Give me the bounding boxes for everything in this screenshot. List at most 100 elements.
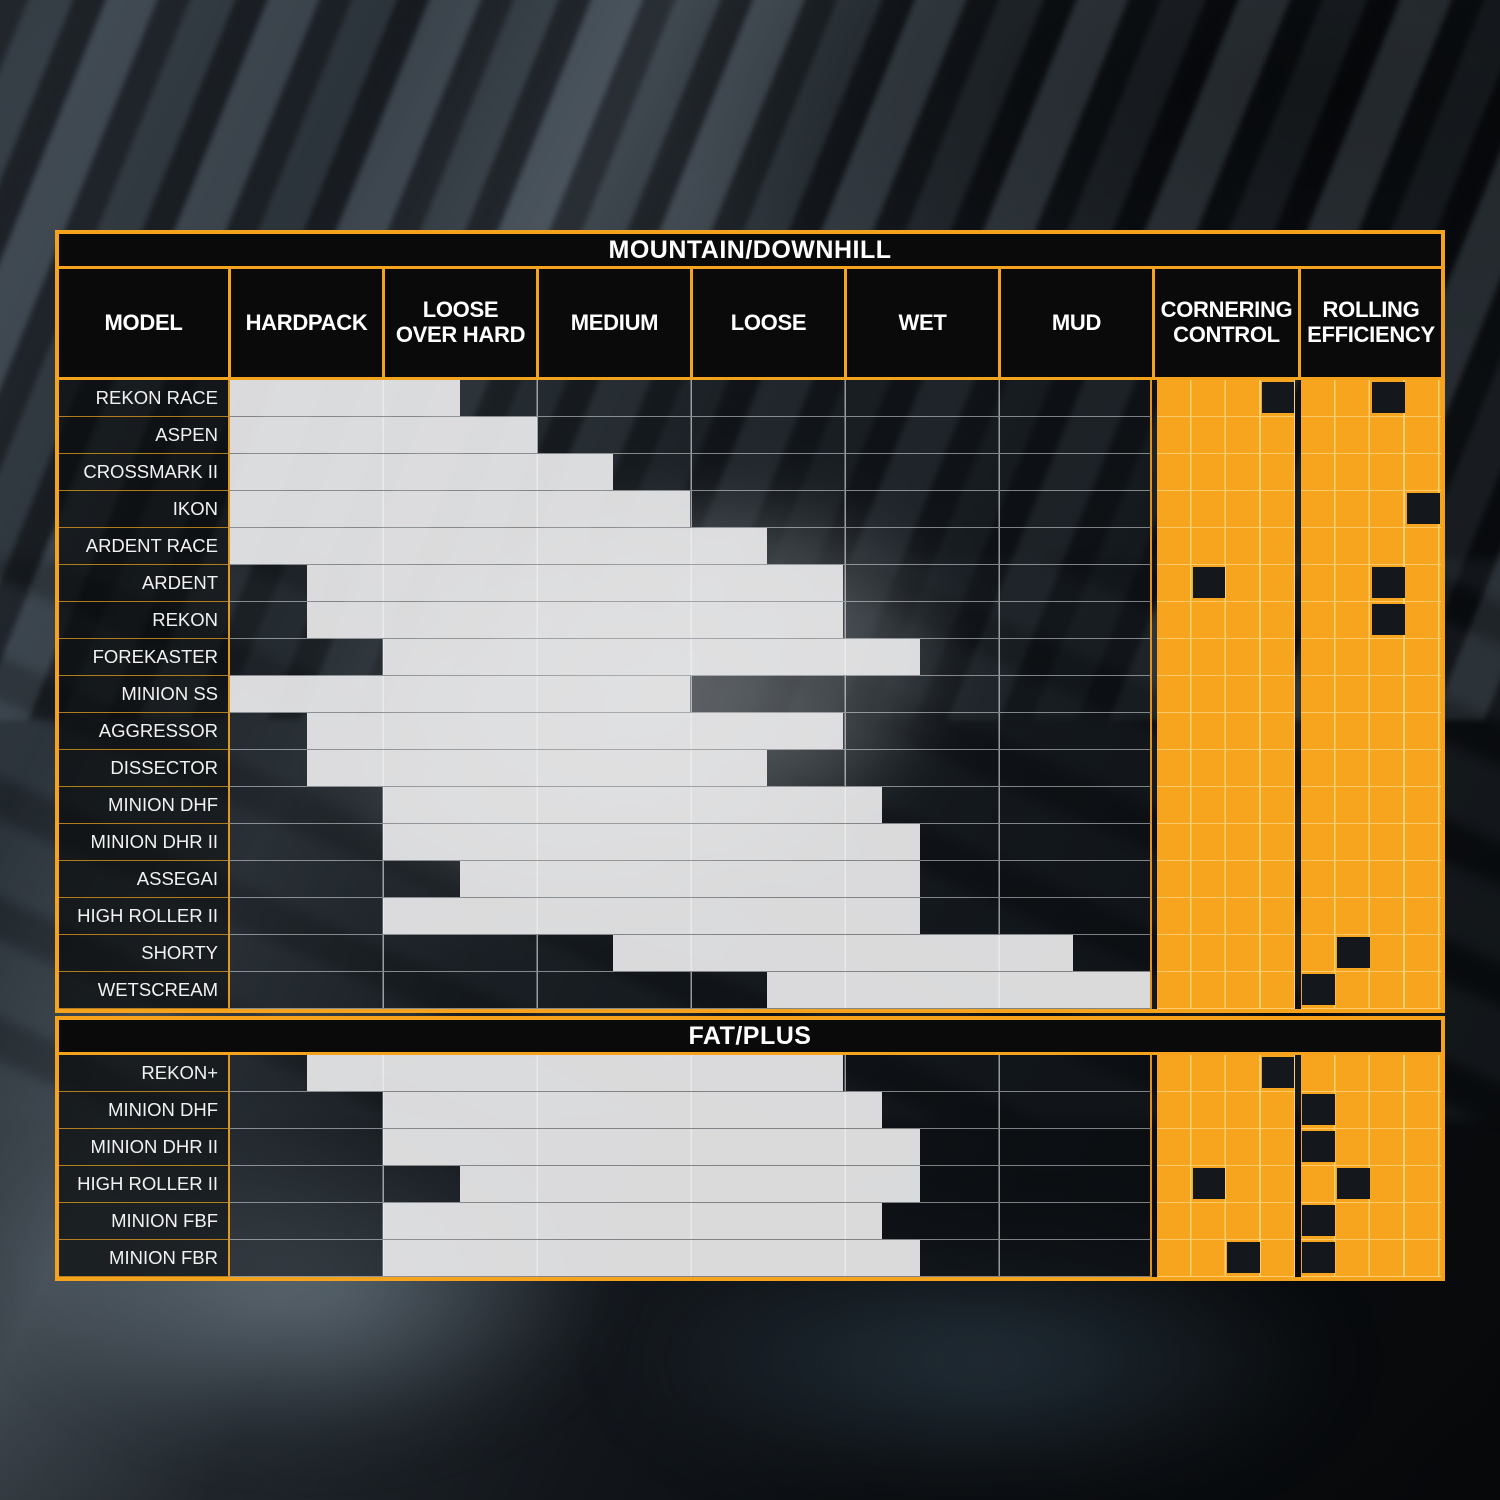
terrain-range-bar — [306, 565, 844, 601]
table-row: WETSCREAM — [59, 972, 1441, 1009]
terrain-cells — [228, 565, 1152, 602]
rolling-rating — [1301, 1240, 1441, 1277]
terrain-range-bar — [766, 972, 1150, 1008]
model-label: ARDENT RACE — [59, 528, 228, 565]
model-label: REKON — [59, 602, 228, 639]
table-row: REKON — [59, 602, 1441, 639]
terrain-cells — [228, 676, 1152, 713]
table-row: HIGH ROLLER II — [59, 898, 1441, 935]
terrain-cells — [228, 602, 1152, 639]
terrain-range-bar — [230, 676, 690, 712]
cornering-rating — [1157, 491, 1295, 528]
model-label: MINION DHF — [59, 787, 228, 824]
rolling-rating — [1301, 713, 1441, 750]
section-title-mountain: MOUNTAIN/DOWNHILL — [59, 234, 1441, 269]
cornering-rating — [1157, 417, 1295, 454]
terrain-cells — [228, 1166, 1152, 1203]
cornering-rating — [1157, 824, 1295, 861]
cornering-rating — [1157, 861, 1295, 898]
model-label: HIGH ROLLER II — [59, 898, 228, 935]
rolling-rating — [1301, 528, 1441, 565]
terrain-range-bar — [230, 417, 537, 453]
cornering-rating — [1157, 1240, 1295, 1277]
model-label: REKON RACE — [59, 380, 228, 417]
model-label: MINION FBF — [59, 1203, 228, 1240]
model-label: MINION SS — [59, 676, 228, 713]
rolling-rating — [1301, 454, 1441, 491]
terrain-cells — [228, 639, 1152, 676]
terrain-range-bar — [383, 639, 920, 675]
rolling-rating — [1301, 602, 1441, 639]
cornering-rating — [1157, 935, 1295, 972]
terrain-cells — [228, 1240, 1152, 1277]
rolling-rating — [1301, 1129, 1441, 1166]
table-row: HIGH ROLLER II — [59, 1166, 1441, 1203]
terrain-cells — [228, 898, 1152, 935]
cornering-rating — [1157, 1092, 1295, 1129]
cornering-rating — [1157, 380, 1295, 417]
rolling-rating — [1301, 824, 1441, 861]
col-header-hardpack: HARDPACK — [228, 269, 382, 377]
rating-marker — [1372, 382, 1405, 413]
rating-marker — [1302, 1094, 1335, 1125]
table-row: IKON — [59, 491, 1441, 528]
terrain-cells — [228, 824, 1152, 861]
model-label: REKON+ — [59, 1055, 228, 1092]
terrain-range-bar — [230, 380, 460, 416]
mountain-downhill-table: MOUNTAIN/DOWNHILL MODEL HARDPACK LOOSE O… — [55, 230, 1445, 1013]
model-label: ASPEN — [59, 417, 228, 454]
rating-marker — [1302, 974, 1335, 1005]
rating-marker — [1302, 1205, 1335, 1236]
rolling-rating — [1301, 491, 1441, 528]
cornering-rating — [1157, 565, 1295, 602]
table-row: REKON+ — [59, 1055, 1441, 1092]
cornering-rating — [1157, 602, 1295, 639]
cornering-rating — [1157, 1203, 1295, 1240]
model-label: MINION DHR II — [59, 1129, 228, 1166]
cornering-rating — [1157, 713, 1295, 750]
model-label: FOREKASTER — [59, 639, 228, 676]
model-label: MINION DHR II — [59, 824, 228, 861]
rolling-rating — [1301, 972, 1441, 1009]
col-header-model: MODEL — [59, 269, 228, 377]
terrain-cells — [228, 935, 1152, 972]
terrain-cells — [228, 380, 1152, 417]
cornering-rating — [1157, 1055, 1295, 1092]
section-title-fat-plus: FAT/PLUS — [59, 1020, 1441, 1055]
model-label: SHORTY — [59, 935, 228, 972]
col-header-mud: MUD — [998, 269, 1152, 377]
terrain-range-bar — [383, 1240, 920, 1276]
table-row: MINION SS — [59, 676, 1441, 713]
terrain-cells — [228, 1203, 1152, 1240]
table-row: REKON RACE — [59, 380, 1441, 417]
rating-marker — [1192, 1168, 1225, 1199]
terrain-range-bar — [383, 1129, 920, 1165]
table-row: MINION DHF — [59, 787, 1441, 824]
terrain-range-bar — [383, 898, 920, 934]
rolling-rating — [1301, 676, 1441, 713]
terrain-range-bar — [306, 602, 844, 638]
terrain-cells — [228, 1129, 1152, 1166]
terrain-cells — [228, 713, 1152, 750]
cornering-rating — [1157, 1129, 1295, 1166]
terrain-range-bar — [613, 935, 1074, 971]
table-row: ARDENT RACE — [59, 528, 1441, 565]
col-header-rolling-efficiency: ROLLING EFFICIENCY — [1298, 269, 1441, 377]
terrain-range-bar — [460, 1166, 920, 1202]
rating-marker — [1302, 1242, 1335, 1273]
rating-marker — [1407, 493, 1440, 524]
rolling-rating — [1301, 417, 1441, 454]
table-row: MINION DHF — [59, 1092, 1441, 1129]
col-header-medium: MEDIUM — [536, 269, 690, 377]
model-label: DISSECTOR — [59, 750, 228, 787]
table-row: MINION DHR II — [59, 1129, 1441, 1166]
model-label: ARDENT — [59, 565, 228, 602]
terrain-cells — [228, 454, 1152, 491]
terrain-cells — [228, 417, 1152, 454]
table-row: MINION FBR — [59, 1240, 1441, 1277]
rating-marker — [1302, 1131, 1335, 1162]
col-header-wet: WET — [844, 269, 998, 377]
table-row: FOREKASTER — [59, 639, 1441, 676]
col-header-loose: LOOSE — [690, 269, 844, 377]
